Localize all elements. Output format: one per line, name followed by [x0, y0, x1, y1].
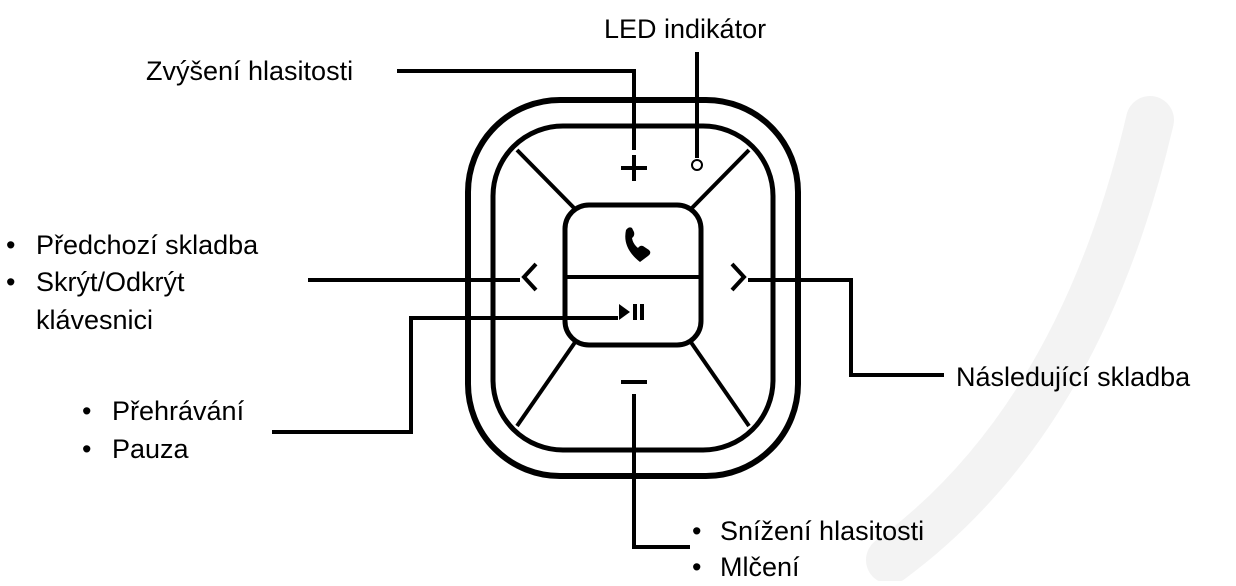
label-prev-track: Předchozí skladba	[36, 230, 259, 260]
leader-next-track	[748, 278, 944, 377]
label-pause: Pauza	[112, 434, 190, 464]
bullet-hide-keyboard: •	[6, 267, 15, 297]
leader-volume-down	[632, 394, 690, 549]
label-led: LED indikátor	[604, 14, 766, 44]
label-play: Přehrávání	[112, 396, 245, 426]
chevron-right-icon[interactable]	[730, 262, 747, 292]
label-volume-down: Snížení hlasitosti	[720, 516, 924, 546]
label-hide-keyboard-2: klávesnici	[36, 305, 153, 335]
label-volume-up: Zvýšení hlasitosti	[146, 56, 353, 86]
led-icon	[691, 159, 703, 171]
label-mute: Mlčení	[720, 552, 800, 581]
divider-top-left	[515, 148, 580, 214]
divider-top-right	[686, 148, 751, 214]
bullet-play: •	[82, 396, 91, 426]
bullet-prev-track: •	[6, 230, 15, 260]
watermark-arc	[866, 96, 1174, 584]
divider-bottom-right	[686, 336, 751, 428]
label-hide-keyboard-1: Skrýt/Odkrýt	[36, 267, 185, 297]
label-next-track: Následující skladba	[956, 362, 1191, 392]
bullet-pause: •	[82, 434, 91, 464]
leader-play-pause	[272, 316, 618, 434]
phone-icon[interactable]	[625, 227, 651, 262]
chevron-left-icon[interactable]	[521, 262, 538, 292]
leader-volume-up	[397, 69, 636, 150]
bullet-mute: •	[692, 552, 701, 581]
divider-bottom-left	[515, 336, 580, 428]
minus-icon[interactable]	[621, 380, 647, 384]
bullet-volume-down: •	[692, 516, 701, 546]
plus-icon[interactable]	[621, 155, 647, 181]
play-pause-icon[interactable]	[619, 304, 644, 320]
